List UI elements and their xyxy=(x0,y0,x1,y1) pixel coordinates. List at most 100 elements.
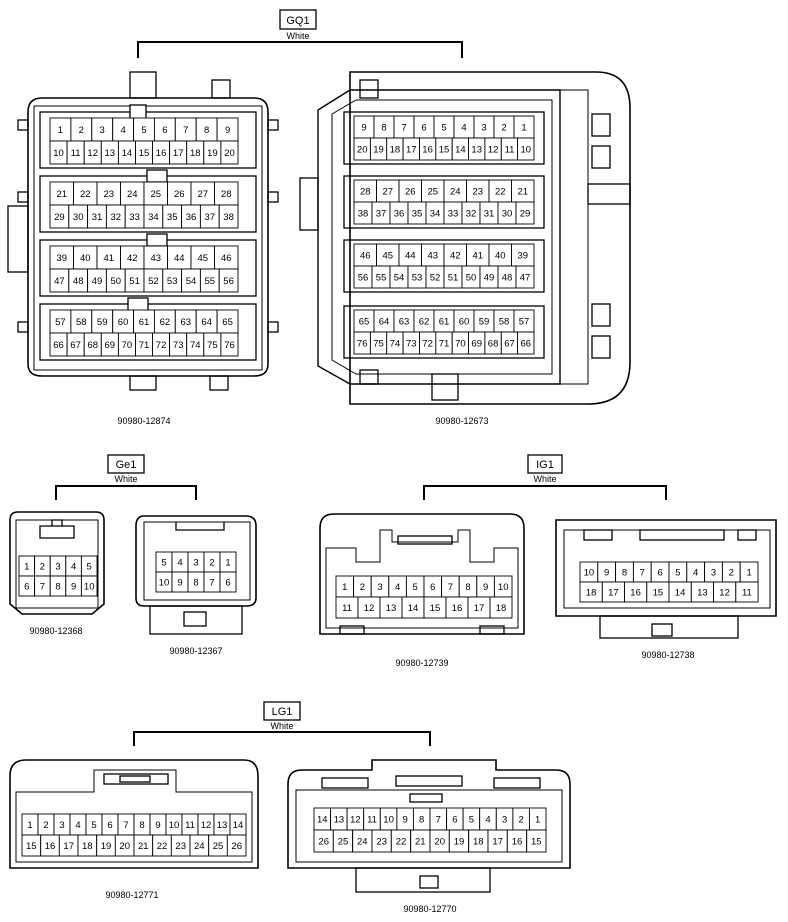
pin-number: 6 xyxy=(430,582,435,593)
pin-number: 48 xyxy=(73,276,84,287)
pin-cell: 73 xyxy=(169,332,188,357)
pin-number: 1 xyxy=(24,562,29,573)
pin-number: 30 xyxy=(73,212,84,223)
pin-number: 73 xyxy=(406,339,417,350)
pin-cell: 65 xyxy=(216,309,239,334)
pin-cell: 44 xyxy=(398,243,422,267)
pin-cell: 23 xyxy=(371,829,392,853)
pin-cell: 64 xyxy=(195,309,218,334)
pin-cell: 18 xyxy=(579,581,603,603)
pin-number: 12 xyxy=(201,820,212,831)
pin-cavity xyxy=(218,204,239,229)
pin-number: 71 xyxy=(139,340,150,351)
pin-cell: 16 xyxy=(624,581,648,603)
pin-number: 24 xyxy=(127,189,138,200)
pin-cell: 17 xyxy=(169,140,188,165)
pin-cell: 6 xyxy=(423,575,443,598)
pin-cell: 26 xyxy=(398,179,422,203)
pin-cell: 1 xyxy=(21,813,39,836)
pin-number: 40 xyxy=(495,251,506,262)
part-number: 90980-12874 xyxy=(117,416,170,426)
pin-cell: 21 xyxy=(410,829,431,853)
pin-number: 60 xyxy=(118,317,129,328)
pin-cell: 8 xyxy=(187,571,205,593)
group-label: Ge1 xyxy=(116,459,137,471)
pin-cell: 7 xyxy=(429,807,448,831)
pin-cell: 69 xyxy=(100,332,119,357)
pin-number: 56 xyxy=(358,273,369,284)
pin-cell: 32 xyxy=(105,204,126,229)
pin-cell: 2 xyxy=(70,117,93,142)
part-number: 90980-12770 xyxy=(403,904,456,914)
pin-number: 44 xyxy=(174,253,185,264)
group-label: IG1 xyxy=(536,459,554,471)
pin-number: 49 xyxy=(92,276,103,287)
pin-number: 53 xyxy=(167,276,178,287)
pin-cell: 6 xyxy=(101,813,119,836)
pin-number: 20 xyxy=(224,148,235,159)
pin-number: 64 xyxy=(379,317,390,328)
pin-number: 9 xyxy=(225,125,230,136)
pin-number: 9 xyxy=(361,123,366,134)
pin-cell: 38 xyxy=(218,204,239,229)
pin-cell: 46 xyxy=(214,245,239,270)
group-gq1: GQ1 White xyxy=(137,9,463,58)
pin-cell: 64 xyxy=(373,309,395,333)
pin-number: 16 xyxy=(156,148,167,159)
pin-cell: 26 xyxy=(167,181,192,206)
pin-number: 50 xyxy=(466,273,477,284)
pin-cell: 8 xyxy=(615,561,634,583)
pin-number: 12 xyxy=(364,603,375,614)
pin-cell: 11 xyxy=(66,140,85,165)
pin-number: 58 xyxy=(76,317,87,328)
pin-number: 32 xyxy=(111,212,122,223)
pin-cell: 5 xyxy=(155,551,173,573)
pin-cell: 13 xyxy=(468,137,486,161)
pin-cell: 9 xyxy=(171,571,189,593)
pin-cell: 3 xyxy=(187,551,205,573)
pin-number: 38 xyxy=(358,209,369,220)
pin-number: 67 xyxy=(70,340,81,351)
pin-number: 24 xyxy=(357,837,368,848)
pin-number: 39 xyxy=(518,251,529,262)
pin-cell: 50 xyxy=(461,265,481,289)
pin-cell: 8 xyxy=(133,813,151,836)
pin-number: 1 xyxy=(225,558,230,569)
pin-number: 38 xyxy=(223,212,234,223)
pin-number: 34 xyxy=(148,212,159,223)
pin-cell: 26 xyxy=(226,834,247,857)
pin-number: 20 xyxy=(434,837,445,848)
pin-cell: 40 xyxy=(73,245,98,270)
pin-cell: 49 xyxy=(479,265,499,289)
pin-cell: 4 xyxy=(69,813,87,836)
group-label: LG1 xyxy=(272,706,293,718)
pin-cell: 24 xyxy=(352,829,373,853)
pin-cell: 7 xyxy=(174,117,197,142)
pin-number: 45 xyxy=(383,251,394,262)
pin-number: 23 xyxy=(473,187,484,198)
pin-number: 37 xyxy=(205,212,216,223)
pin-cell: 51 xyxy=(124,268,145,293)
pin-cell: 38 xyxy=(353,201,373,225)
pin-cell: 28 xyxy=(214,181,239,206)
pin-cavity xyxy=(489,596,513,619)
pin-cell: 44 xyxy=(167,245,192,270)
pin-number: 4 xyxy=(177,558,182,569)
pin-number: 6 xyxy=(107,820,112,831)
pin-number: 22 xyxy=(157,841,168,852)
pin-number: 72 xyxy=(422,339,433,350)
pin-cell: 69 xyxy=(468,331,486,355)
pin-number: 36 xyxy=(394,209,405,220)
pin-cell: 5 xyxy=(405,575,425,598)
pin-number: 7 xyxy=(183,125,188,136)
pin-number: 18 xyxy=(473,837,484,848)
pin-cell: 71 xyxy=(135,332,154,357)
pin-cell: 6 xyxy=(413,115,435,139)
pin-number: 8 xyxy=(204,125,209,136)
pin-number: 20 xyxy=(357,145,368,156)
pin-number: 25 xyxy=(213,841,224,852)
pin-cavity xyxy=(219,571,237,593)
